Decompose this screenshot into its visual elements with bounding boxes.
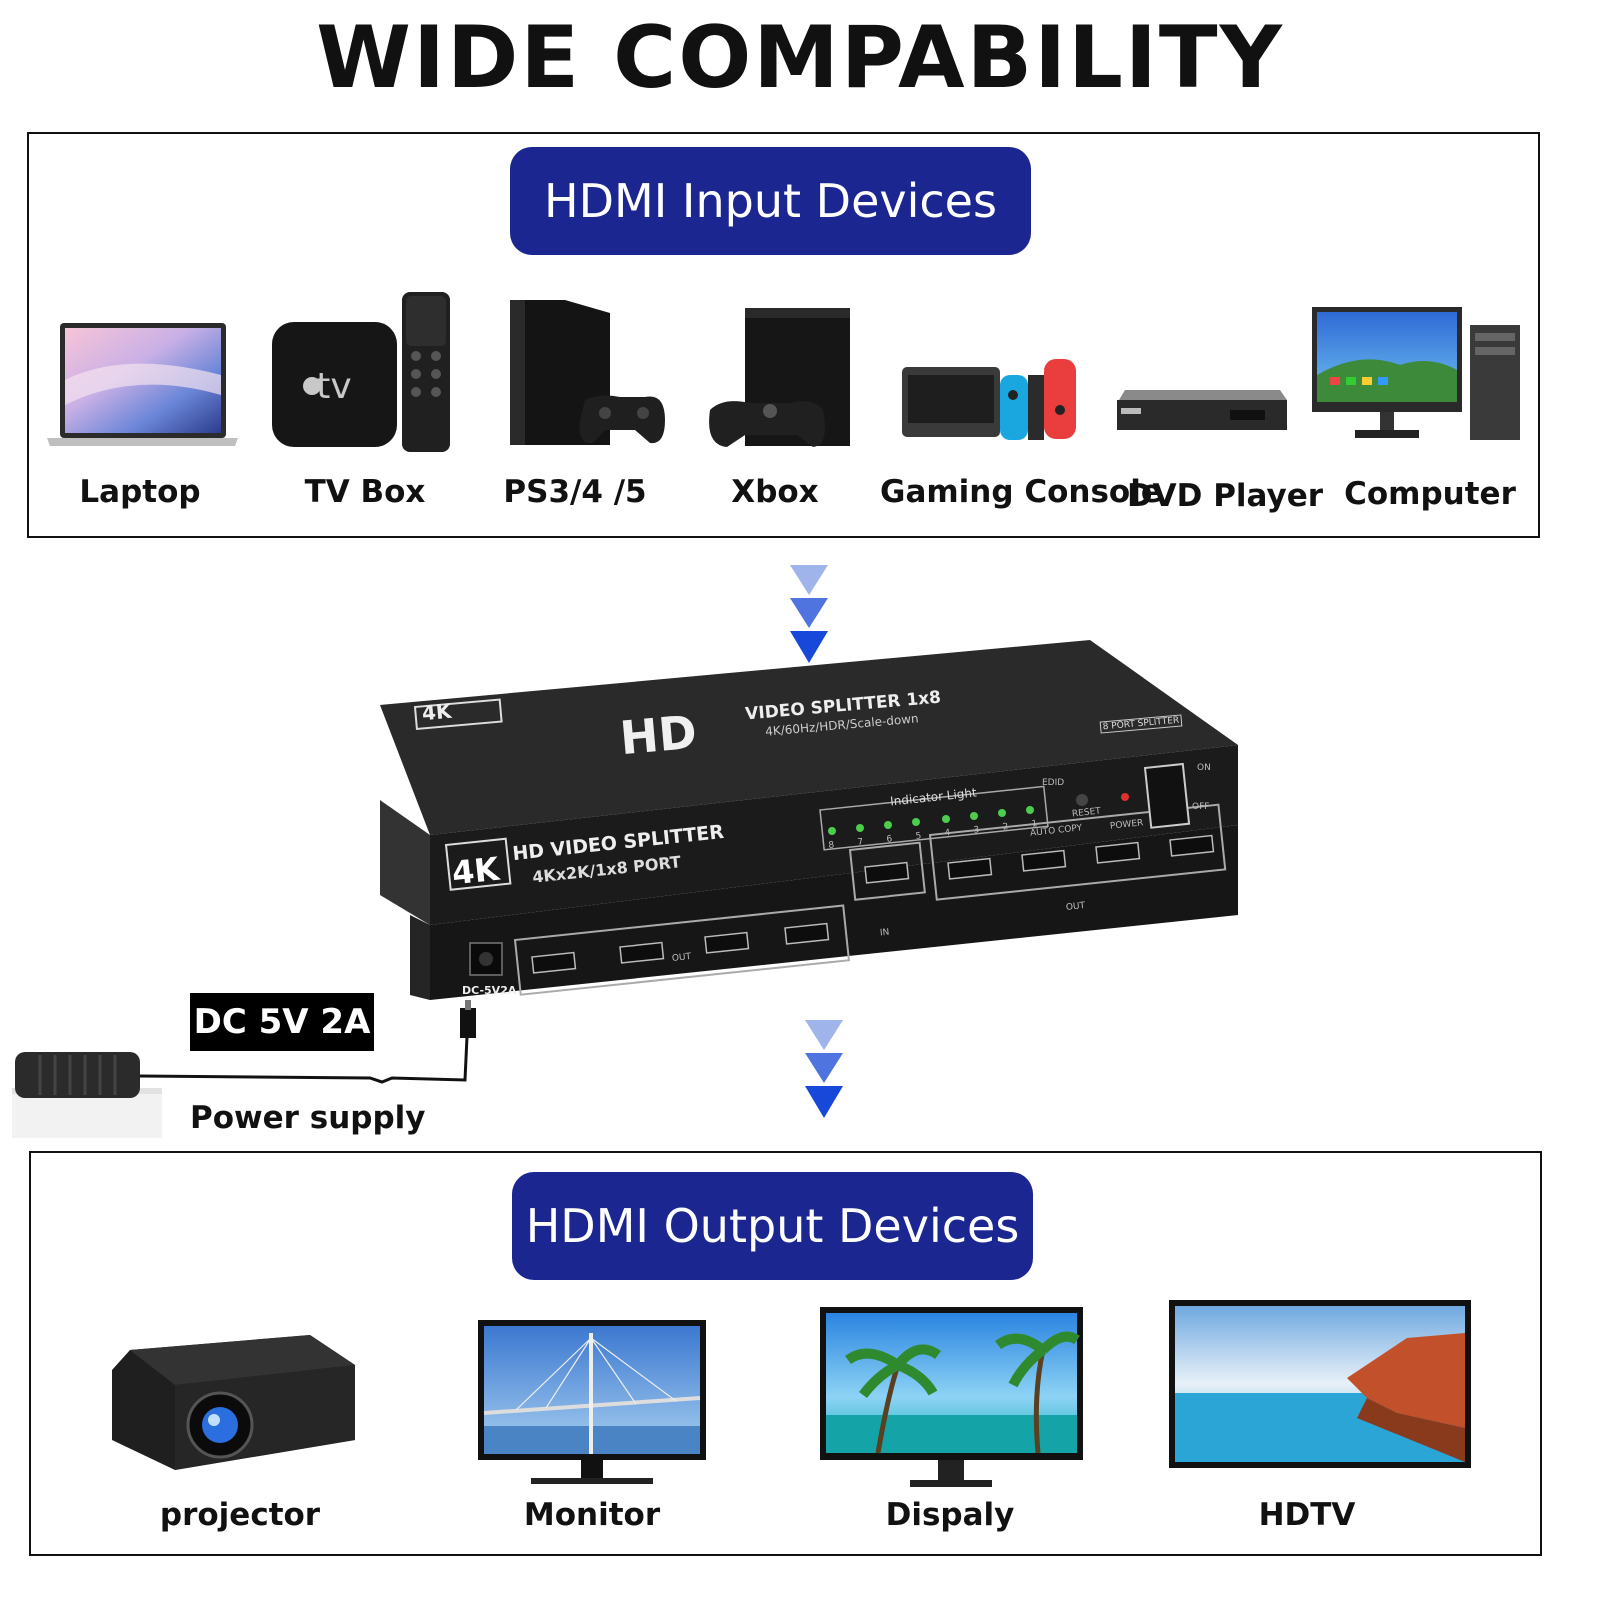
- svg-text:tv: tv: [316, 366, 351, 407]
- device-label-dvd-player: DVD Player: [1126, 478, 1324, 514]
- splitter-front-4k-badge: 4K: [450, 849, 501, 893]
- hdtv-icon: [1167, 1298, 1473, 1470]
- device-label-computer: Computer: [1344, 476, 1516, 512]
- device-label-xbox: Xbox: [731, 474, 819, 510]
- device-label-gaming-console: Gaming Console: [880, 474, 1162, 510]
- playstation-icon: [505, 295, 670, 455]
- output-devices-heading: HDMI Output Devices: [512, 1172, 1033, 1280]
- gaming-console-icon: [900, 355, 1085, 445]
- device-label-ps: PS3/4 /5: [503, 474, 647, 510]
- device-label-tv-box: TV Box: [304, 474, 426, 510]
- arrow-down-icon: [803, 1020, 845, 1120]
- indicator-number: 2: [1002, 822, 1009, 833]
- hdmi-splitter-device: [370, 635, 1250, 1005]
- indicator-number: 7: [857, 837, 864, 848]
- splitter-off-label: OFF: [1192, 802, 1210, 812]
- indicator-number: 5: [915, 831, 922, 842]
- power-supply-label: Power supply: [190, 1100, 426, 1136]
- splitter-out-label-lower: OUT: [671, 952, 692, 964]
- indicator-number: 8: [828, 840, 835, 851]
- input-devices-panel: [27, 132, 1540, 538]
- device-label-display: Dispaly: [885, 1497, 1015, 1533]
- splitter-top-hd: HD: [617, 704, 699, 766]
- tv-box-icon: tv: [270, 290, 455, 455]
- page-title: WIDE COMPABILITY: [316, 8, 1284, 108]
- indicator-number: 3: [973, 825, 980, 836]
- indicator-number: 6: [886, 834, 893, 845]
- output-devices-panel: [29, 1151, 1542, 1556]
- splitter-dc-label: DC-5V2A: [462, 984, 517, 997]
- laptop-icon: [45, 320, 240, 450]
- display-icon: [818, 1305, 1085, 1490]
- splitter-edid-label: EDID: [1042, 778, 1065, 788]
- power-rating-badge: DC 5V 2A: [190, 993, 374, 1051]
- monitor-icon: [476, 1318, 708, 1488]
- device-label-monitor: Monitor: [523, 1497, 661, 1533]
- projector-icon: [110, 1330, 360, 1475]
- computer-icon: [1310, 305, 1525, 445]
- dvd-player-icon: [1115, 388, 1290, 438]
- device-label-hdtv: HDTV: [1258, 1497, 1356, 1533]
- power-adapter-icon: [10, 1000, 480, 1140]
- xbox-icon: [705, 305, 860, 455]
- splitter-top-4k-badge: 4K: [421, 698, 453, 726]
- arrow-down-icon: [788, 565, 830, 665]
- splitter-out-label: OUT: [1065, 901, 1086, 913]
- input-devices-heading: HDMI Input Devices: [510, 147, 1031, 255]
- indicator-number: 4: [944, 828, 951, 839]
- splitter-on-label: ON: [1197, 763, 1211, 773]
- device-label-projector: projector: [159, 1497, 321, 1533]
- device-label-laptop: Laptop: [79, 474, 201, 510]
- splitter-in-label: IN: [879, 927, 890, 939]
